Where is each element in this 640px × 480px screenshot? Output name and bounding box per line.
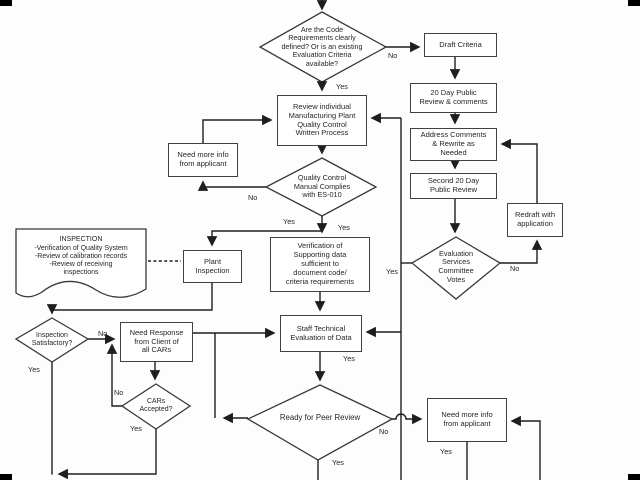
corner-mark bbox=[628, 474, 640, 480]
node-staff-evaluation: Staff Technical Evaluation of Data bbox=[280, 315, 362, 352]
edge-label-no-qc: No bbox=[248, 193, 258, 202]
edge-cars-yes-merge bbox=[57, 429, 157, 480]
edge-committee-no-to-redraft bbox=[500, 239, 543, 264]
corner-mark bbox=[0, 474, 12, 480]
edge-return-to-need-info-bottom bbox=[510, 415, 541, 480]
node-verification-data: Verification of Supporting data sufficie… bbox=[270, 237, 370, 292]
node-redraft-with-application: Redraft with application bbox=[507, 203, 563, 237]
edge-redraft-to-address bbox=[500, 138, 538, 203]
edge-label-no-committee: No bbox=[510, 264, 520, 273]
corner-mark bbox=[628, 0, 640, 6]
node-need-info-top: Need more info from applicant bbox=[168, 143, 238, 177]
node-qc-manual: Quality Control Manual Complies with ES-… bbox=[293, 173, 351, 200]
edge-qc-no-to-need-info-top bbox=[197, 180, 266, 191]
node-review-plant-qc: Review individual Manufacturing Plant Qu… bbox=[277, 95, 367, 146]
edge-plant-to-inspection-satisfactory bbox=[46, 283, 213, 315]
node-draft-criteria: Draft Criteria bbox=[424, 33, 497, 57]
node-code-question: Are the Code Requirements clearly define… bbox=[281, 24, 363, 68]
node-cars-accepted: CARs Accepted? bbox=[139, 397, 173, 413]
node-inspection-satisfactory: Inspection Satisfactory? bbox=[31, 331, 73, 347]
edge-need-info-top-to-review bbox=[202, 114, 273, 143]
node-need-info-bottom: Need more info from applicant bbox=[427, 398, 507, 442]
edge-label-yes-staff: Yes bbox=[343, 354, 355, 363]
edge-label-no-ready: No bbox=[379, 427, 389, 436]
edge-ready-no-to-need-info-bottom bbox=[392, 413, 423, 425]
edge-label-yes-qc-left: Yes bbox=[283, 217, 295, 226]
node-address-comments: Address Comments & Rewrite as Needed bbox=[410, 128, 497, 161]
edge-label-yes-inspection: Yes bbox=[28, 365, 40, 374]
node-plant-inspection: Plant Inspection bbox=[183, 250, 242, 283]
edge-cars-no-loop bbox=[106, 343, 122, 407]
corner-mark bbox=[0, 0, 12, 6]
node-ready-peer-review: Ready for Peer Review bbox=[279, 413, 361, 423]
edge-label-yes-need-info: Yes bbox=[440, 447, 452, 456]
node-20-day-public-review: 20 Day Public Review & comments bbox=[410, 83, 497, 113]
edge-label-yes-ready: Yes bbox=[332, 458, 344, 467]
edge-label-no-inspection: No bbox=[98, 329, 108, 338]
edge-label-yes-code: Yes bbox=[336, 82, 348, 91]
node-need-response-cars: Need Response from Client of all CARs bbox=[120, 322, 193, 362]
document-inspection-shape bbox=[15, 228, 147, 298]
edge-label-no-cars: No bbox=[114, 388, 124, 397]
node-second-20-day-review: Second 20 Day Public Review bbox=[410, 173, 497, 199]
edge-label-no-draft: No bbox=[388, 51, 398, 60]
decision-committee-votes bbox=[410, 236, 502, 300]
edge-label-yes-committee: Yes bbox=[386, 267, 398, 276]
edge-label-yes-cars: Yes bbox=[130, 424, 142, 433]
edge-branch-to-plant-inspection bbox=[206, 230, 322, 247]
node-inspection-document: INSPECTION -Verification of Quality Syst… bbox=[34, 236, 128, 277]
node-committee-votes: Evaluation Services Committee Votes bbox=[438, 248, 474, 284]
edge-label-yes-qc-right: Yes bbox=[338, 223, 350, 232]
